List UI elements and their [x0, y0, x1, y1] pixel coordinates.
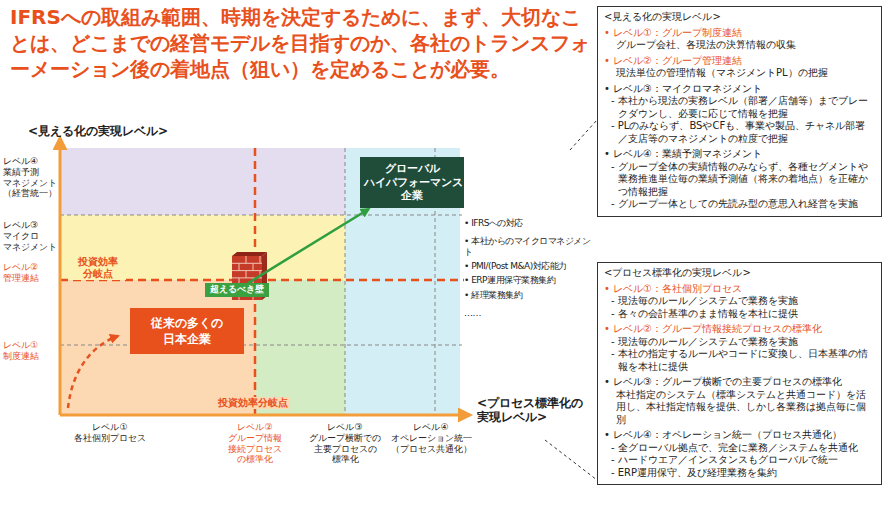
node-text: - グループ全体の実績情報のみならず、各種セグメントや業務推進単位毎の業績予測値… — [604, 161, 875, 199]
node-heading: 従来の多くの 日本企業 — [134, 315, 240, 347]
axis-title: <プロセス標準化の実現レベル> — [477, 396, 595, 425]
node-text: • レベル②：グループ管理連結 — [604, 55, 875, 68]
node-text: - 本社から現法の実務レベル（部署／店舗等）までブレークダウンし、必要に応じて情… — [604, 95, 875, 120]
node-text: - グループ一体としての先読み型の意思入れ経営を実施 — [604, 198, 875, 211]
node-text: • レベル②：グループ情報接続プロセスの標準化 — [604, 323, 875, 336]
region-band — [60, 215, 345, 280]
goal-box: グローバル ハイパフォーマンス 企業 — [360, 157, 464, 208]
page-title: IFRSへの取組み範囲、時期を決定するために、まず、大切なことは、どこまでの経営… — [10, 4, 595, 82]
region-band — [60, 280, 255, 415]
axis-level: レベル③ グループ横断での 主要プロセスの 標準化 — [300, 422, 390, 465]
current-box: 従来の多くの 日本企業 — [130, 308, 244, 354]
node-text: 現法単位の管理情報（マネジメントPL）の把握 — [604, 67, 875, 80]
leader-line — [570, 120, 597, 150]
node-text: - ERP運用保守、及び経理業務を集約 — [604, 467, 875, 480]
region-band — [60, 148, 345, 215]
node-text: - 各々の会計基準のまま情報を本社に提供 — [604, 308, 875, 321]
wall-label-box: 超えるべき壁 — [205, 283, 269, 297]
node-text: • レベル①：各社個別プロセス — [604, 283, 875, 296]
bullet-item: • IFRSへの対応 — [464, 218, 523, 229]
leader-line — [545, 440, 597, 480]
node-heading: グローバル ハイパフォーマンス 企業 — [364, 162, 460, 203]
node-text: • レベル①：グループ制度連結 — [604, 27, 875, 40]
axis-level: レベル① 制度連結 — [3, 340, 61, 362]
node-text: 本社指定のシステム（標準システムと共通コード）を活用し、本社指定情報を提供、しか… — [604, 389, 875, 427]
node-text: - 本社の指定するルールやコードに変換し、日本基準の情報を本社に提供 — [604, 348, 875, 373]
node-heading: 超えるべき壁 — [210, 284, 264, 296]
node-heading: <プロセス標準化の実現レベル> — [604, 267, 875, 280]
explanation-panel: <見える化の実現レベル> • レベル①：グループ制度連結グループ会社、各現法の決算… — [597, 6, 882, 217]
node-heading: <見える化の実現レベル> — [604, 11, 875, 24]
bullet-item: …… — [464, 308, 481, 319]
bullet-item: • 経理業務集約 — [464, 290, 522, 301]
node-text: • レベル④：業績予測マネジメント — [604, 148, 875, 161]
trend-arrow — [68, 336, 118, 408]
arrow-connector — [248, 209, 369, 283]
node-text: - PLのみならず、BSやCFも、事業や製品、チャネル部署／支店等のマネジメント… — [604, 120, 875, 145]
grid-line — [60, 215, 462, 216]
node-text: • レベル③：マイクロマネジメント — [604, 83, 875, 96]
bullet-item: • ERP運用保守業務集約 — [464, 275, 555, 286]
axis-level: レベル② 管理連結 — [3, 262, 61, 284]
y-axis — [59, 138, 62, 415]
node-text: - ハードウエア／インスタンスもグローバルで統一 — [604, 454, 875, 467]
node-text: - 全グローバル拠点で、完全に業務／システムを共通化 — [604, 442, 875, 455]
grid-line — [345, 148, 346, 415]
axis-level: レベル① 各社個別プロセス — [65, 422, 155, 444]
node-text: • レベル④：オペレーション統一（プロセス共通化） — [604, 429, 875, 442]
axis-level: レベル④ 業績予測 マネジメント （経営統一） — [3, 156, 61, 199]
threshold-label: 投資効率分岐点 — [216, 397, 290, 409]
explanation-panel: <プロセス標準化の実現レベル>• レベル①：各社個別プロセス- 現法毎のルール／… — [597, 262, 882, 485]
region-band — [255, 280, 345, 415]
bullet-item: • PMI/(Post M&A)対応能力 — [464, 261, 567, 272]
bullet-item: • 本社からのマイクロマネジメント — [464, 236, 594, 258]
axis-title: <見える化の実現レベル> — [28, 124, 168, 138]
grid-line — [60, 345, 462, 346]
axis-level: レベル③ マイクロ マネジメント — [3, 220, 61, 252]
threshold-label: 投資効率 分岐点 — [70, 256, 126, 280]
axis-level: レベル④ オペレーション統一 （プロセス共通化） — [388, 422, 474, 454]
node-text: - 現法毎のルール／システムで業務を実施 — [604, 336, 875, 349]
node-text: • レベル③：グループ横断での主要プロセスの標準化 — [604, 376, 875, 389]
x-axis — [60, 414, 470, 417]
axis-level: レベル② グループ情報 接続プロセス の標準化 — [210, 422, 300, 465]
node-text: - 現法毎のルール／システムで業務を実施 — [604, 295, 875, 308]
node-text: グループ会社、各現法の決算情報の収集 — [604, 39, 875, 52]
